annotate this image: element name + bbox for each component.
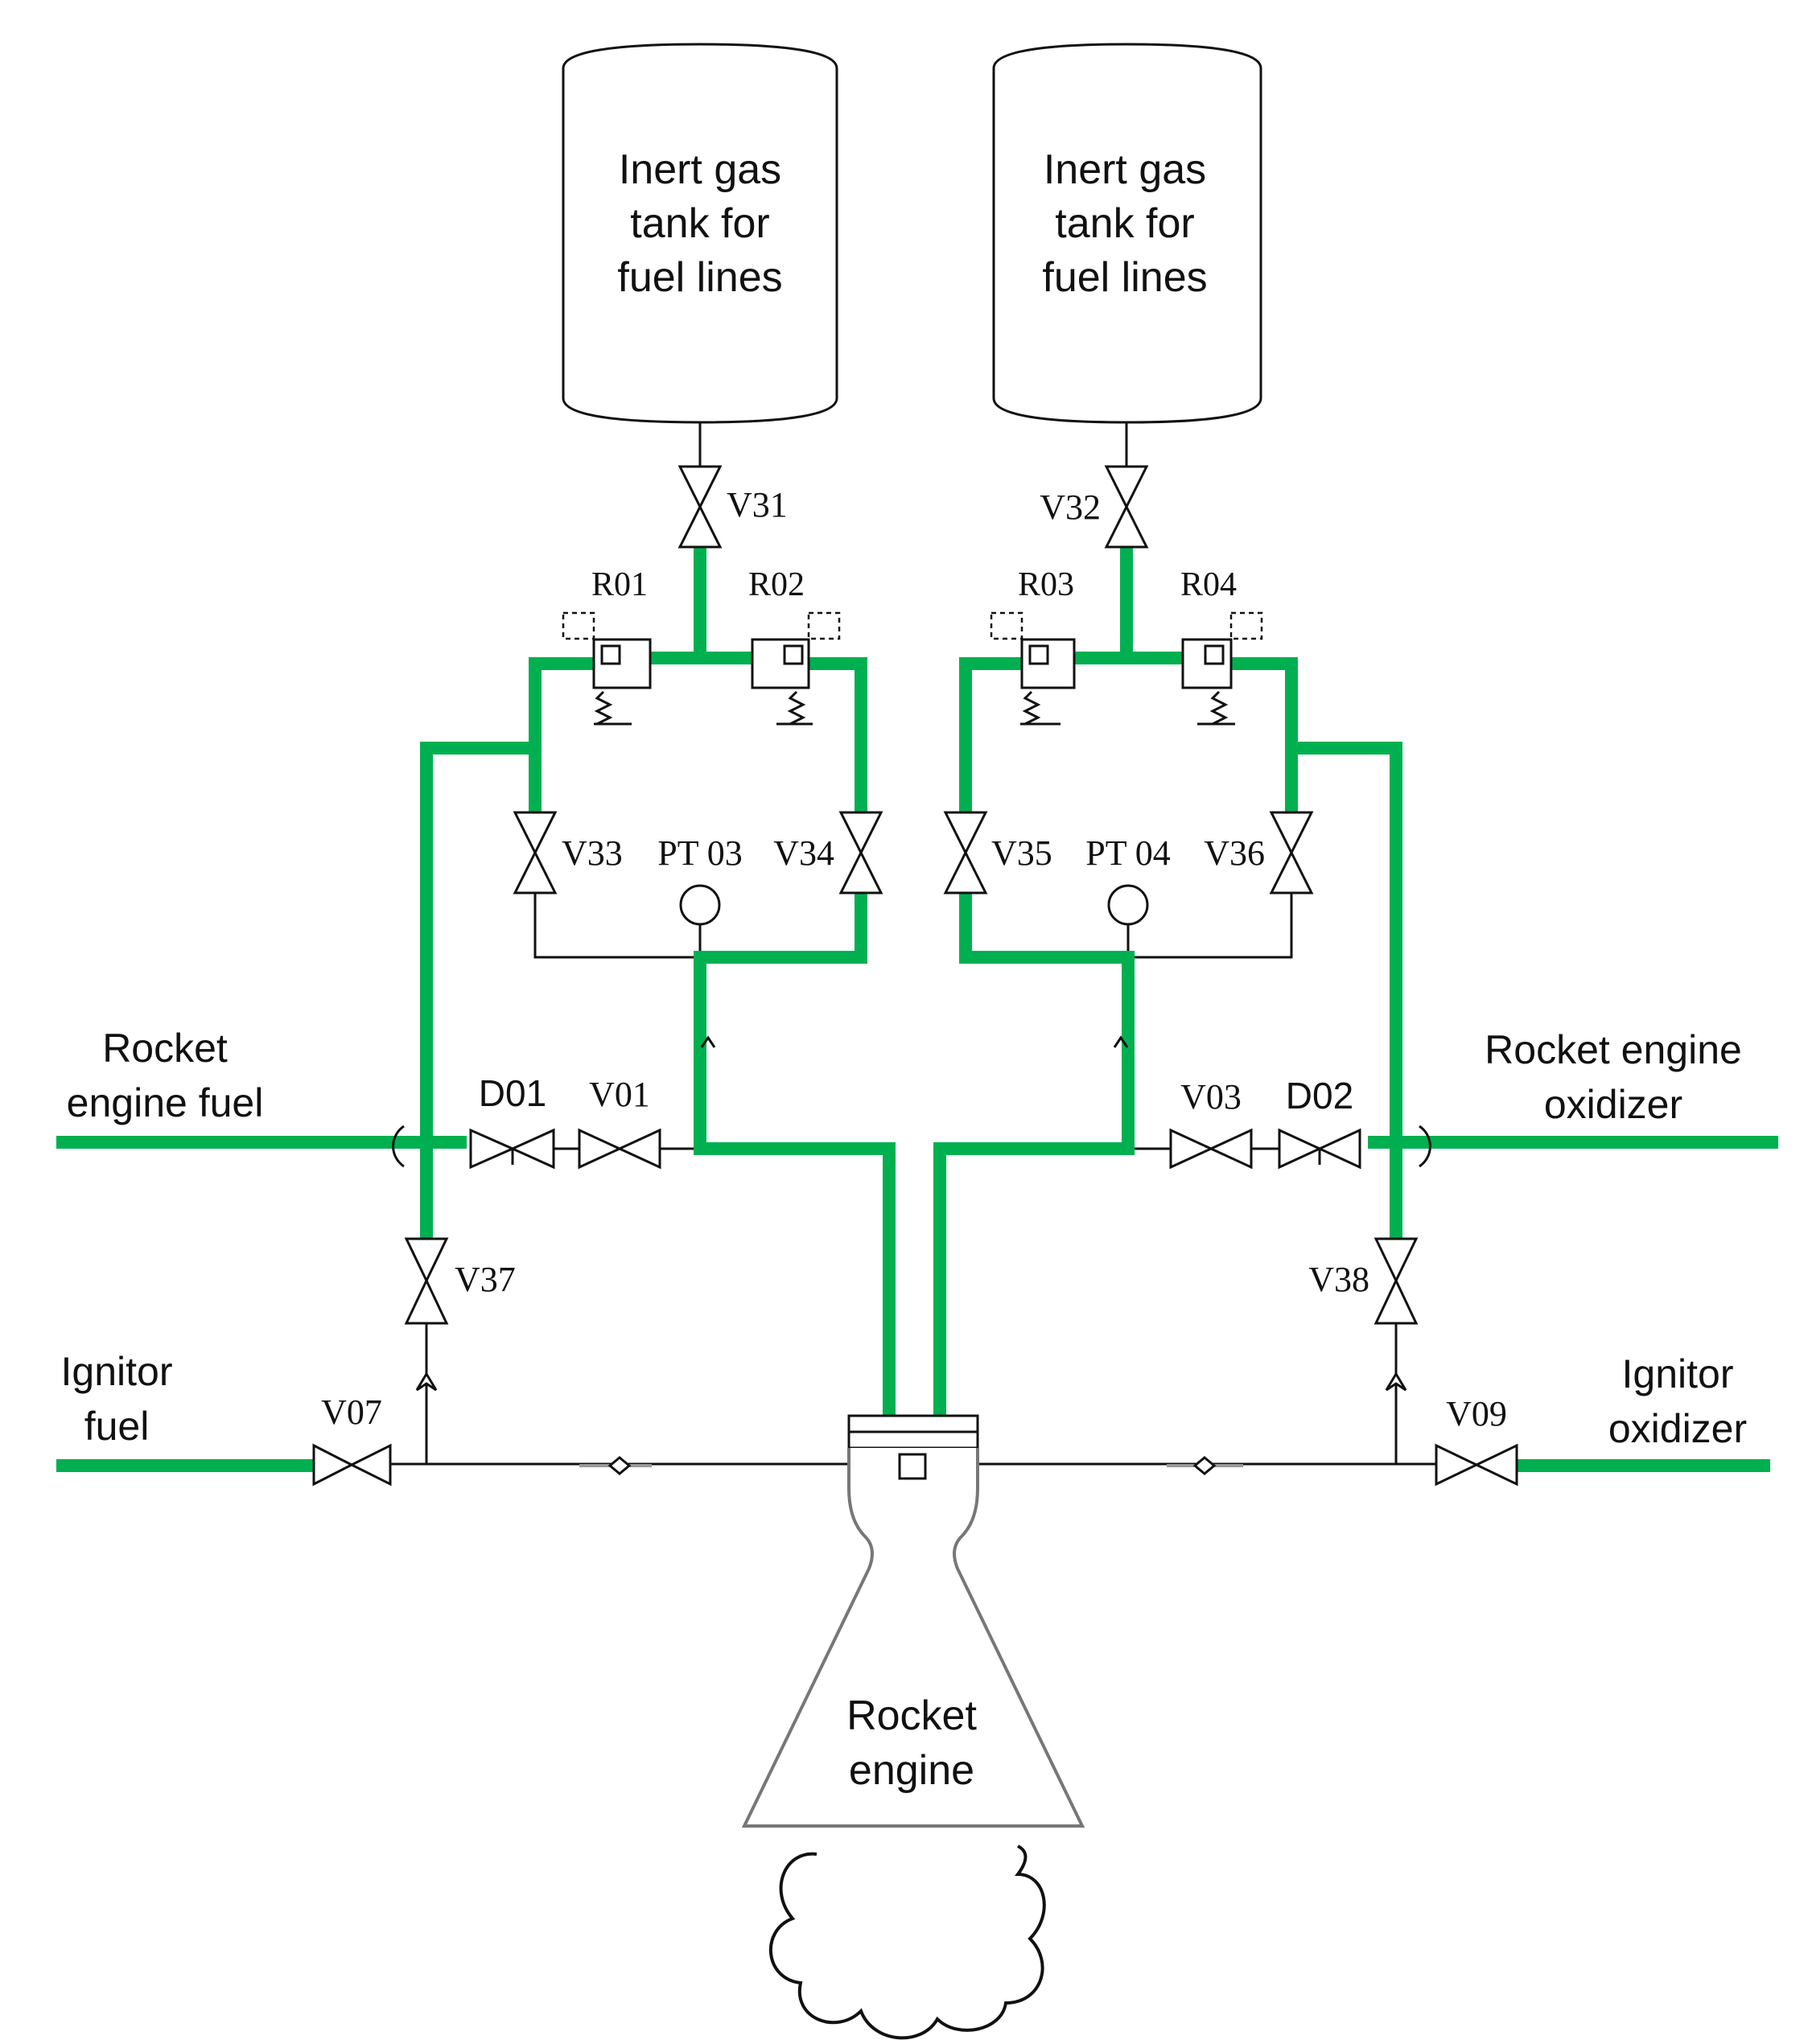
thin-lines [390, 422, 1436, 1466]
check-valve-fuel-ignitor [415, 1372, 438, 1392]
valve-v35: V35 [943, 811, 1052, 895]
valve-v01: V01 [578, 1075, 661, 1170]
ignitor-oxidizer-label-2: oxidizer [1608, 1406, 1747, 1451]
label-engine-oxidizer: Rocket engine oxidizer [1485, 1027, 1742, 1127]
pt03-label: PT 03 [657, 833, 743, 873]
v01-label: V01 [589, 1075, 650, 1114]
valve-v07: V07 [312, 1392, 392, 1487]
valve-d01: D01 [469, 1072, 555, 1170]
v36-label: V36 [1204, 833, 1265, 873]
v07-label: V07 [321, 1392, 382, 1432]
valve-v09: V09 [1435, 1394, 1518, 1487]
tank-left-label-2: tank for [630, 200, 769, 247]
v35-label: V35 [991, 833, 1052, 873]
green-pipes [56, 547, 1778, 1472]
flow-arrows [700, 1035, 1129, 1048]
valve-v34: V34 [773, 811, 883, 895]
engine-label-1: Rocket [846, 1692, 977, 1739]
check-valve-ignitor-right [1167, 1456, 1243, 1475]
engine-label-2: engine [849, 1747, 974, 1794]
ignitor-oxidizer-label-1: Ignitor [1622, 1351, 1734, 1396]
regulator-r03: R03 [990, 566, 1076, 726]
pressure-sensor-pt03: PT 03 [657, 833, 743, 926]
label-ignitor-oxidizer: Ignitor oxidizer [1608, 1351, 1747, 1451]
r03-label: R03 [1018, 566, 1074, 603]
inert-gas-tank-right: Inert gas tank for fuel lines [992, 43, 1262, 424]
v31-label: V31 [727, 485, 788, 524]
tank-right-label-3: fuel lines [1042, 254, 1207, 301]
tank-left-label-3: fuel lines [617, 254, 782, 301]
d02-label: D02 [1286, 1075, 1353, 1117]
valve-d02: D02 [1278, 1075, 1361, 1170]
check-valve-ignitor-left [579, 1456, 652, 1475]
line-crossovers [392, 1125, 1431, 1168]
valve-v03: V03 [1169, 1077, 1253, 1170]
valve-v32: V32 [1040, 465, 1149, 549]
v37-label: V37 [455, 1260, 516, 1299]
tank-right-label-2: tank for [1055, 200, 1194, 247]
regulator-r04: R04 [1180, 566, 1263, 726]
v32-label: V32 [1040, 487, 1101, 527]
tank-right-label-1: Inert gas [1044, 146, 1206, 193]
v09-label: V09 [1446, 1394, 1507, 1433]
valve-v37: V37 [404, 1237, 516, 1325]
inert-gas-tank-left: Inert gas tank for fuel lines [562, 43, 838, 424]
v34-label: V34 [773, 833, 834, 873]
valve-v36: V36 [1204, 811, 1314, 895]
label-ignitor-fuel: Ignitor fuel [61, 1349, 173, 1449]
d01-label: D01 [479, 1072, 546, 1114]
pt04-label: PT 04 [1085, 833, 1171, 873]
r04-label: R04 [1180, 566, 1237, 603]
v03-label: V03 [1180, 1077, 1242, 1117]
r01-label: R01 [591, 566, 648, 603]
valve-v38: V38 [1308, 1237, 1419, 1325]
valve-v31: V31 [677, 465, 788, 549]
pressure-sensor-pt04: PT 04 [1085, 833, 1171, 926]
engine-oxidizer-label-1: Rocket engine [1485, 1027, 1742, 1072]
check-valve-oxidizer-ignitor [1385, 1372, 1407, 1392]
regulator-r01: R01 [562, 566, 652, 726]
rocket-engine: Rocket engine [741, 1414, 1085, 1828]
tank-left-label-1: Inert gas [619, 146, 781, 193]
engine-fuel-label-2: engine fuel [67, 1080, 264, 1125]
engine-oxidizer-label-2: oxidizer [1544, 1082, 1682, 1127]
valve-v33: V33 [513, 811, 623, 895]
ignitor-fuel-label-2: fuel [84, 1404, 150, 1449]
exhaust-plume-icon [768, 1845, 1046, 2040]
r02-label: R02 [748, 566, 805, 603]
ignitor-fuel-label-1: Ignitor [61, 1349, 173, 1394]
label-engine-fuel: Rocket engine fuel [67, 1026, 264, 1125]
engine-fuel-label-1: Rocket [102, 1026, 228, 1071]
regulator-r02: R02 [748, 566, 841, 726]
v33-label: V33 [562, 833, 623, 873]
v38-label: V38 [1308, 1260, 1369, 1299]
